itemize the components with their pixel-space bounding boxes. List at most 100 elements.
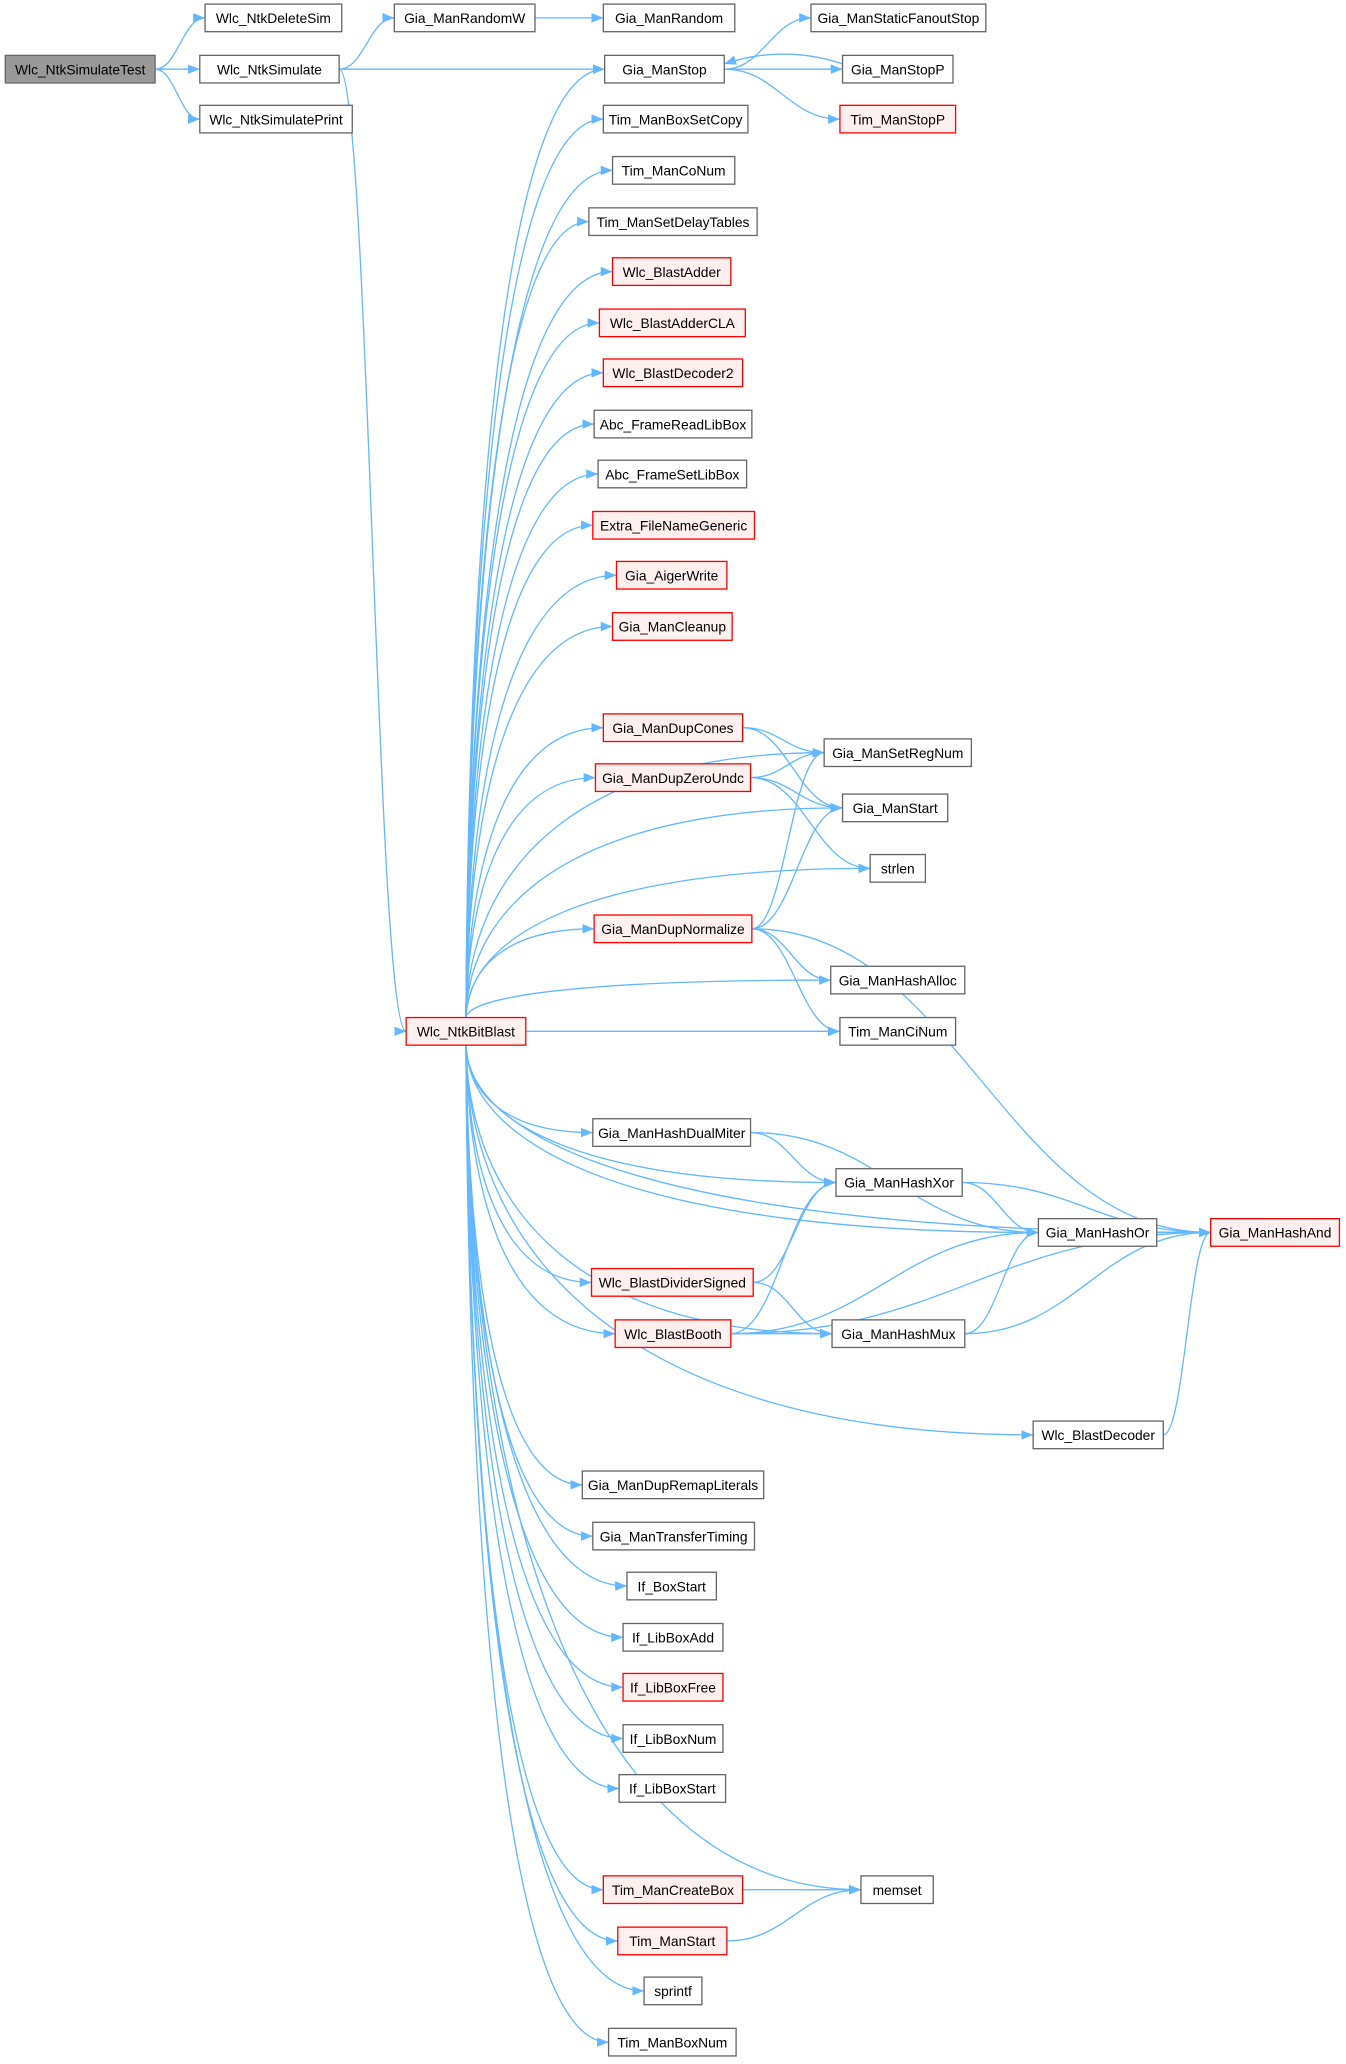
edge-dupnorm-to-hashalloc [751, 928, 831, 985]
node-label: Gia_ManDupCones [612, 721, 733, 736]
node-adder[interactable]: Wlc_BlastAdder [611, 257, 732, 287]
node-box [1037, 1217, 1158, 1247]
node-box [593, 409, 753, 439]
node-box [860, 1875, 934, 1905]
node-mux[interactable]: Gia_ManHashMux [831, 1319, 966, 1349]
node-label: Tim_ManStopP [850, 112, 945, 127]
node-libstart[interactable]: If_LibBoxStart [618, 1774, 727, 1803]
node-strlen[interactable]: strlen [869, 853, 927, 883]
node-extra[interactable]: Extra_FileNameGeneric [592, 510, 756, 540]
edge-bitblast-to-setdelay [465, 216, 589, 1018]
node-setdelay[interactable]: Tim_ManSetDelayTables [588, 207, 758, 237]
edge-dupnorm-to-cinum [751, 928, 840, 1037]
node-setlib[interactable]: Abc_FrameSetLibBox [597, 459, 748, 489]
node-stop[interactable]: Gia_ManStop [603, 54, 725, 84]
node-label: Wlc_NtkBitBlast [417, 1025, 515, 1040]
node-box [607, 2027, 737, 2057]
node-label: Gia_ManStart [853, 801, 938, 816]
node-label: Gia_ManSetRegNum [832, 746, 963, 761]
node-label: Gia_ManHashXor [844, 1176, 954, 1191]
node-label: Extra_FileNameGeneric [600, 519, 747, 534]
node-hashalloc[interactable]: Gia_ManHashAlloc [830, 965, 966, 995]
node-label: Gia_ManHashDualMiter [598, 1126, 746, 1141]
node-sim[interactable]: Wlc_NtkSimulate [199, 54, 340, 84]
node-timstopp[interactable]: Tim_ManStopP [839, 104, 957, 134]
node-dupcones[interactable]: Gia_ManDupCones [602, 713, 744, 743]
node-box [393, 3, 536, 33]
node-delsim[interactable]: Wlc_NtkDeleteSim [204, 3, 343, 33]
edge-bitblast-to-libnum [465, 1045, 624, 1744]
edge-timstart-to-memset [726, 1884, 861, 1942]
node-sfs[interactable]: Gia_ManStaticFanoutStop [810, 3, 987, 33]
node-label: Tim_ManCreateBox [612, 1883, 734, 1898]
node-ifboxstart[interactable]: If_BoxStart [626, 1571, 718, 1601]
node-remap[interactable]: Gia_ManDupRemapLiterals [581, 1470, 765, 1500]
node-dec2[interactable]: Wlc_BlastDecoder2 [602, 358, 744, 388]
node-rand[interactable]: Gia_ManRandom [602, 3, 736, 33]
node-divsigned[interactable]: Wlc_BlastDividerSigned [590, 1267, 754, 1297]
node-dupnorm[interactable]: Gia_ManDupNormalize [593, 914, 753, 944]
edge-sim-to-bitblast [338, 68, 407, 1036]
node-boxnum[interactable]: Tim_ManBoxNum [607, 2027, 737, 2057]
node-readlib[interactable]: Abc_FrameReadLibBox [593, 409, 753, 439]
node-dualmiter[interactable]: Gia_ManHashDualMiter [592, 1118, 752, 1148]
edge-booth-to-xor [730, 1177, 836, 1335]
node-conum[interactable]: Tim_ManCoNum [611, 155, 736, 185]
node-box [869, 853, 927, 883]
edge-dupnorm-to-start [751, 803, 843, 930]
node-memset[interactable]: memset [860, 1875, 934, 1905]
node-label: If_LibBoxAdd [632, 1631, 714, 1646]
edge-xor-to-and [962, 1181, 1211, 1238]
edge-bitblast-to-dupnorm [465, 924, 595, 1018]
node-label: Gia_AigerWrite [625, 568, 719, 583]
node-box [405, 1016, 527, 1046]
node-addercla[interactable]: Wlc_BlastAdderCLA [598, 308, 746, 338]
node-and[interactable]: Gia_ManHashAnd [1209, 1217, 1341, 1247]
node-transfer[interactable]: Gia_ManTransferTiming [592, 1521, 756, 1551]
node-box [626, 1571, 718, 1601]
node-test[interactable]: Wlc_NtkSimulateTest [4, 54, 156, 84]
node-box [614, 1319, 732, 1349]
node-dupzero[interactable]: Gia_ManDupZeroUndc [594, 763, 752, 793]
node-sprintf[interactable]: sprintf [643, 1976, 703, 2006]
node-box [830, 965, 966, 995]
node-label: Abc_FrameReadLibBox [600, 417, 747, 432]
node-bitblast[interactable]: Wlc_NtkBitBlast [405, 1016, 527, 1046]
node-or[interactable]: Gia_ManHashOr [1037, 1217, 1158, 1247]
node-createbox[interactable]: Tim_ManCreateBox [602, 1875, 744, 1905]
node-label: Wlc_BlastDecoder [1041, 1428, 1155, 1443]
node-libnum[interactable]: If_LibBoxNum [622, 1724, 724, 1753]
node-box [611, 257, 732, 287]
node-boxsetcopy[interactable]: Tim_ManBoxSetCopy [602, 104, 749, 134]
edge-bitblast-to-conum [465, 165, 613, 1018]
node-timstart[interactable]: Tim_ManStart [617, 1926, 728, 1956]
node-label: Gia_ManCleanup [619, 620, 727, 635]
node-box [597, 459, 748, 489]
node-setreg[interactable]: Gia_ManSetRegNum [823, 738, 973, 768]
node-box [1032, 1420, 1164, 1450]
edge-bitblast-to-cleanup [465, 621, 613, 1018]
node-libfree[interactable]: If_LibBoxFree [622, 1672, 724, 1702]
node-cleanup[interactable]: Gia_ManCleanup [611, 612, 733, 641]
edge-bitblast-to-setreg [465, 747, 825, 1018]
node-label: Gia_ManHashAnd [1219, 1226, 1332, 1241]
node-box [199, 54, 340, 84]
node-booth[interactable]: Wlc_BlastBooth [614, 1319, 732, 1349]
edge-stopp-to-stop [724, 53, 843, 65]
node-xor[interactable]: Gia_ManHashXor [835, 1168, 963, 1197]
node-cinum[interactable]: Tim_ManCiNum [839, 1016, 957, 1046]
node-decoder[interactable]: Wlc_BlastDecoder [1032, 1420, 1164, 1450]
edge-bitblast-to-createbox [465, 1045, 604, 1895]
edge-bitblast-to-boxnum [465, 1045, 609, 2047]
node-box [622, 1622, 724, 1652]
node-box [598, 308, 746, 338]
node-randw[interactable]: Gia_ManRandomW [393, 3, 536, 33]
node-stopp[interactable]: Gia_ManStopP [841, 54, 954, 84]
node-aiger[interactable]: Gia_AigerWrite [615, 560, 728, 590]
node-simprint[interactable]: Wlc_NtkSimulatePrint [199, 104, 353, 134]
node-box [590, 1267, 754, 1297]
edge-dupzero-to-strlen [750, 776, 871, 874]
node-libadd[interactable]: If_LibBoxAdd [622, 1622, 724, 1652]
node-label: Tim_ManSetDelayTables [597, 215, 750, 230]
node-start[interactable]: Gia_ManStart [841, 793, 949, 823]
